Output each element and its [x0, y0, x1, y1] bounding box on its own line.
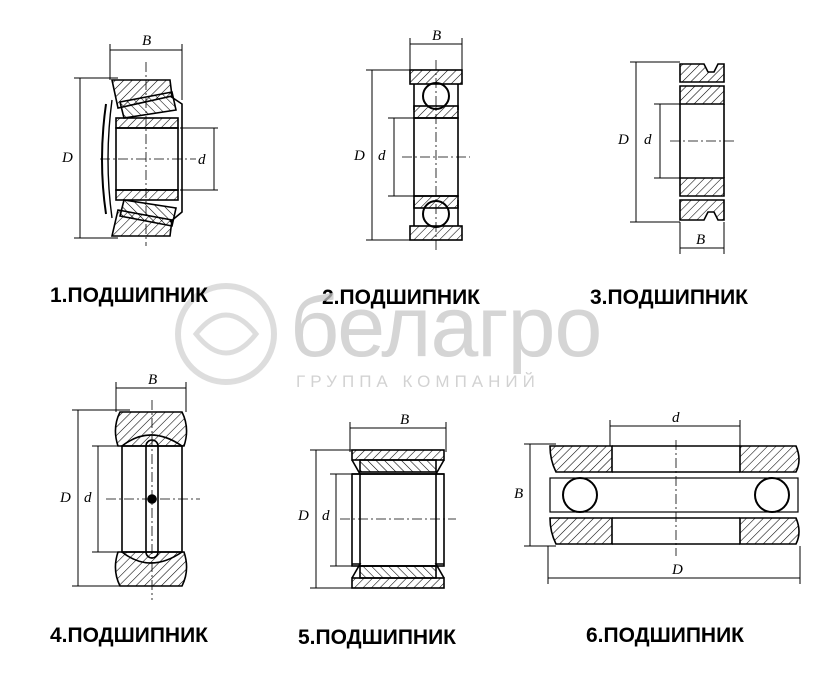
bearing-1-caption: 1.ПОДШИПНИК [50, 284, 208, 307]
bearing-4-caption: 4.ПОДШИПНИК [50, 624, 208, 647]
bearing-5-caption: 5.ПОДШИПНИК [298, 626, 456, 649]
bearing-1-drawing [74, 44, 218, 246]
bearing-3-dim-d-inner: d [644, 132, 652, 148]
bearing-3-dim-b: B [696, 232, 705, 248]
bearing-6-dim-b: B [514, 486, 523, 502]
bearing-5-dim-d-inner: d [322, 508, 330, 524]
watermark-subtitle: ГРУППА КОМПАНИЙ [296, 372, 540, 391]
bearing-4-drawing [72, 382, 200, 600]
bearing-1-dim-b: B [142, 33, 151, 49]
bearing-4-dim-b: B [148, 372, 157, 388]
bearing-2-caption: 2.ПОДШИПНИК [322, 286, 480, 309]
belagro-logo-icon [175, 283, 277, 385]
bearing-4-dim-d-inner: d [84, 490, 92, 506]
bearing-1-dim-d-outer: D [61, 150, 73, 166]
bearing-5-drawing [310, 422, 456, 589]
bearing-2-dim-b: B [432, 28, 441, 44]
bearing-5-dim-d-outer: D [297, 508, 309, 524]
bearing-1-dim-d-inner: d [198, 152, 206, 168]
bearing-6-drawing [524, 420, 801, 584]
bearing-6-dim-d-outer: D [671, 562, 683, 578]
bearing-4-dim-d-outer: D [59, 490, 71, 506]
bearing-5-dim-b: B [400, 412, 409, 428]
bearing-3-drawing [630, 61, 734, 254]
watermark-brand: белагро [290, 279, 602, 375]
bearing-2-dim-d-outer: D [353, 148, 365, 164]
bearing-6-dim-d-inner: d [672, 410, 680, 426]
bearing-2-drawing [366, 38, 470, 250]
bearing-2-dim-d-inner: d [378, 148, 386, 164]
bearing-3-dim-d-outer: D [617, 132, 629, 148]
bearing-3-caption: 3.ПОДШИПНИК [590, 286, 748, 309]
bearing-6-caption: 6.ПОДШИПНИК [586, 624, 744, 647]
